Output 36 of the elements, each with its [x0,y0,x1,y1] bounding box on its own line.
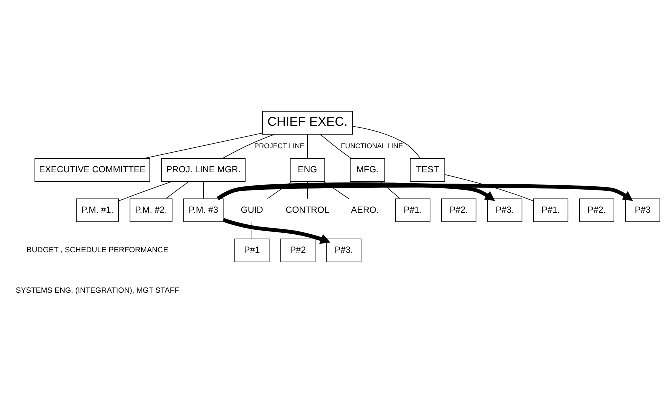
node-box: MFG. [350,158,386,182]
node-box: P#3. [326,238,362,263]
connector [324,182,350,200]
connector [320,134,352,160]
connector [222,134,276,160]
connector [307,182,308,200]
node-box: P#1 [234,238,270,263]
connector [444,174,534,202]
node-box: P#1. [396,198,431,222]
node-box: P#2. [579,198,614,222]
node-text: CONTROL [286,204,330,215]
connector [166,182,190,200]
connector [118,182,172,202]
node-text: AERO. [351,204,380,215]
node-box: PROJ. LINE MGR. [162,158,246,182]
connector [352,126,422,159]
node-box: P#3 [625,198,660,222]
node-box: P#2 [280,238,316,263]
node-box: P.M. #1. [76,198,120,222]
connector [203,182,204,200]
node-box: P#1. [533,198,569,222]
node-box: EXECUTIVE COMMITTEE [34,158,150,182]
connector [380,182,401,200]
node-box: P#2. [441,198,477,222]
arrow [222,218,331,244]
connector [307,134,308,159]
node-text: GUID [241,204,264,215]
node-box: P.M. #2. [130,198,173,222]
node-box: P.M. #3 [184,198,224,222]
node-box: TEST [410,158,446,182]
arrow [217,184,634,202]
connector [143,133,263,160]
connector [267,182,292,200]
node-box: CHIEF EXEC. [262,111,354,135]
node-box: ENG [290,158,326,182]
node-box: P#3. [487,198,523,222]
